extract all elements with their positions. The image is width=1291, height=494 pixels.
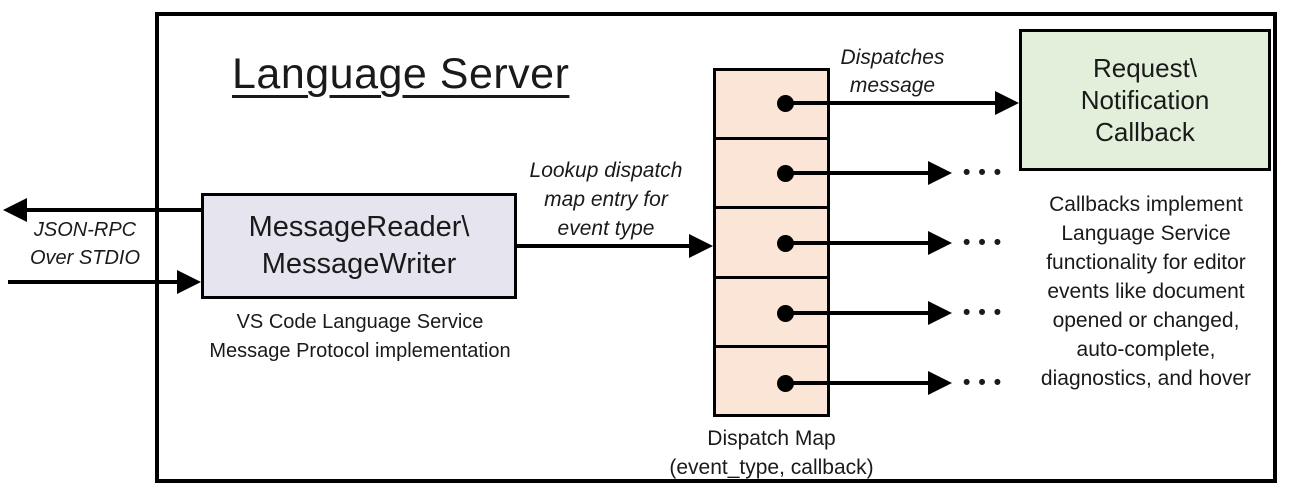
dispatch-arrowhead-1-icon xyxy=(995,91,1019,115)
callbacks-note-line: auto-complete, xyxy=(1076,338,1216,361)
dispatch-arrowhead-5-icon xyxy=(928,371,952,395)
dispatch-arrowhead-4-icon xyxy=(928,301,952,325)
map-entry-dot-icon xyxy=(777,235,794,252)
callback-box-line3: Callback xyxy=(1095,117,1195,147)
message-writer-label: MessageWriter xyxy=(261,248,457,280)
map-entry-dot-icon xyxy=(777,95,794,112)
callbacks-note-line: Callbacks implement xyxy=(1049,193,1243,216)
message-reader-label: MessageReader\ xyxy=(248,211,470,243)
lookup-dispatch-label-line1: Lookup dispatch xyxy=(529,159,683,182)
callback-ellipsis: ••• xyxy=(963,231,1010,254)
reader-box-caption-line1: VS Code Language Service xyxy=(236,311,484,333)
dispatch-arrow-2 xyxy=(790,171,930,175)
stdio-in-arrowhead-icon xyxy=(177,270,201,294)
dispatch-map-caption-line2: (event_type, callback) xyxy=(669,456,874,479)
callbacks-note-line: functionality for editor xyxy=(1046,251,1246,274)
callbacks-note-line: Language Service xyxy=(1061,222,1231,245)
dispatch-arrowhead-2-icon xyxy=(928,161,952,185)
callbacks-note-line: events like document xyxy=(1047,280,1245,303)
dispatches-message-label-line1: Dispatches xyxy=(840,46,945,69)
dispatches-message-label: Dispatches message xyxy=(800,44,985,100)
stdio-protocol-label: JSON-RPC Over STDIO xyxy=(15,216,155,272)
dispatches-message-label-line2: message xyxy=(849,74,936,97)
dispatch-map-cell xyxy=(716,279,827,348)
reader-box-caption: VS Code Language Service Message Protoco… xyxy=(195,308,525,366)
dispatch-map-caption-line1: Dispatch Map xyxy=(707,427,836,450)
stdio-in-arrow xyxy=(8,280,178,284)
dispatch-arrow-4 xyxy=(790,311,930,315)
dispatch-map-cell xyxy=(716,71,827,141)
lookup-arrowhead-icon xyxy=(689,234,713,258)
dispatch-map-caption: Dispatch Map (event_type, callback) xyxy=(650,424,893,482)
callback-ellipsis: ••• xyxy=(963,371,1010,394)
diagram-title: Language Server xyxy=(232,50,570,98)
lookup-arrow xyxy=(517,244,691,248)
callback-box-line2: Notification xyxy=(1080,85,1210,115)
dispatch-arrow-1 xyxy=(790,101,997,105)
dispatch-arrow-5 xyxy=(790,381,930,385)
message-reader-writer-box: MessageReader\ MessageWriter xyxy=(201,193,517,299)
callbacks-note-line: opened or changed, xyxy=(1052,309,1240,332)
callback-ellipsis: ••• xyxy=(963,301,1010,324)
callbacks-note-line: diagnostics, and hover xyxy=(1040,367,1252,390)
callback-box-line1: Request\ xyxy=(1092,53,1198,83)
callback-ellipsis: ••• xyxy=(963,161,1010,184)
map-entry-dot-icon xyxy=(777,165,794,182)
lookup-dispatch-label: Lookup dispatch map entry for event type xyxy=(517,156,695,243)
language-server-boundary-box xyxy=(155,12,1277,483)
lookup-dispatch-label-line2: map entry for xyxy=(544,188,668,211)
dispatch-map-cell xyxy=(716,140,827,210)
stdio-protocol-label-line2: Over STDIO xyxy=(29,247,140,269)
dispatch-arrow-3 xyxy=(790,241,930,245)
stdio-protocol-label-line1: JSON-RPC xyxy=(33,219,137,241)
stdio-out-arrowhead-icon xyxy=(3,198,27,222)
stdio-out-arrow xyxy=(25,208,201,212)
dispatch-map-cell xyxy=(716,209,827,279)
request-notification-callback-box: Request\ Notification Callback xyxy=(1019,29,1271,171)
callbacks-note: Callbacks implement Language Service fun… xyxy=(1012,190,1280,393)
dispatch-arrowhead-3-icon xyxy=(928,231,952,255)
reader-box-caption-line2: Message Protocol implementation xyxy=(209,340,511,362)
map-entry-dot-icon xyxy=(777,375,794,392)
lookup-dispatch-label-line3: event type xyxy=(557,217,655,240)
map-entry-dot-icon xyxy=(777,305,794,322)
